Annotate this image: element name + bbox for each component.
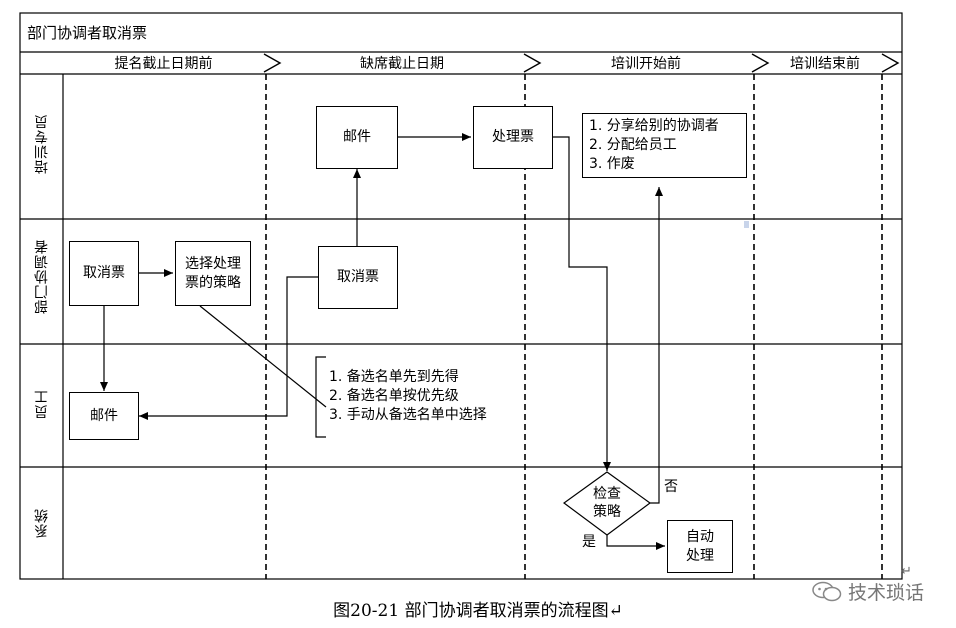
- edge-label-yes: 是: [582, 534, 596, 550]
- choose-strategy-line-1: 选择处理: [185, 255, 241, 272]
- lane-label-employee: 员工: [34, 389, 50, 419]
- edge-check-yes-to-auto: [606, 535, 665, 550]
- phase-label-2: 缺席截止日期: [360, 56, 444, 72]
- process-ticket-node: 处理票: [473, 106, 553, 169]
- figure-caption: 图20-21 部门协调者取消票的流程图↵: [333, 601, 623, 621]
- edge-strategy-annotation: [199, 305, 327, 408]
- check-policy-line-1: 检查: [593, 486, 621, 502]
- lane-label-coordinator: 部门协调者: [34, 239, 50, 314]
- options-item-1: 1. 分享给别的协调者: [589, 118, 719, 134]
- watermark-text: 技术琐话: [848, 582, 925, 604]
- strategy-bracket: [315, 356, 326, 438]
- lane-label-trainer: 培训专员: [34, 114, 50, 174]
- choose-strategy-node: 选择处理 票的策略: [175, 241, 251, 306]
- lane-label-system: 系统: [34, 508, 50, 538]
- diagram-title: 部门协调者取消票: [27, 24, 148, 42]
- edge-process-to-check: [553, 136, 611, 471]
- auto-process-line-2: 处理: [686, 547, 714, 564]
- mail-trainer-node: 邮件: [316, 106, 398, 169]
- svg-text:↵: ↵: [901, 564, 912, 579]
- mail-employee-node: 邮件: [69, 392, 139, 440]
- auto-process-line-1: 自动: [686, 528, 714, 545]
- strategy-list: 1. 备选名单先到先得 2. 备选名单按优先级 3. 手动从备选名单中选择: [329, 368, 487, 425]
- wechat-icon: [812, 581, 842, 602]
- watermark: 技术琐话: [812, 578, 924, 605]
- check-policy-diamond: [562, 471, 652, 536]
- choose-strategy-line-2: 票的策略: [185, 274, 241, 291]
- strategy-item-1: 1. 备选名单先到先得: [329, 369, 459, 385]
- diagram-frame: [19, 12, 903, 580]
- edge-cancel2-to-mail-employee: [139, 276, 318, 420]
- cancel-ticket-node-2: 取消票: [318, 246, 398, 309]
- strategy-item-3: 3. 手动从备选名单中选择: [329, 407, 487, 423]
- options-item-3: 3. 作废: [589, 156, 635, 172]
- cancel-ticket-node-1: 取消票: [69, 241, 139, 306]
- check-policy-line-2: 策略: [593, 504, 621, 520]
- options-list-node: 1. 分享给别的协调者 2. 分配给员工 3. 作废: [582, 113, 747, 178]
- phase-chevrons: [263, 53, 900, 73]
- phase-label-1: 提名截止日期前: [114, 56, 213, 72]
- edge-check-no-to-options: [650, 187, 663, 504]
- phase-label-4: 培训结束前: [790, 56, 860, 72]
- check-policy-label: 检查 策略: [577, 485, 637, 521]
- auto-process-node: 自动 处理: [667, 520, 733, 573]
- connectors: [100, 133, 665, 550]
- edge-label-no: 否: [664, 479, 678, 495]
- options-item-2: 2. 分配给员工: [589, 137, 677, 153]
- strategy-item-2: 2. 备选名单按优先级: [329, 388, 459, 404]
- phase-label-3: 培训开始前: [611, 56, 681, 72]
